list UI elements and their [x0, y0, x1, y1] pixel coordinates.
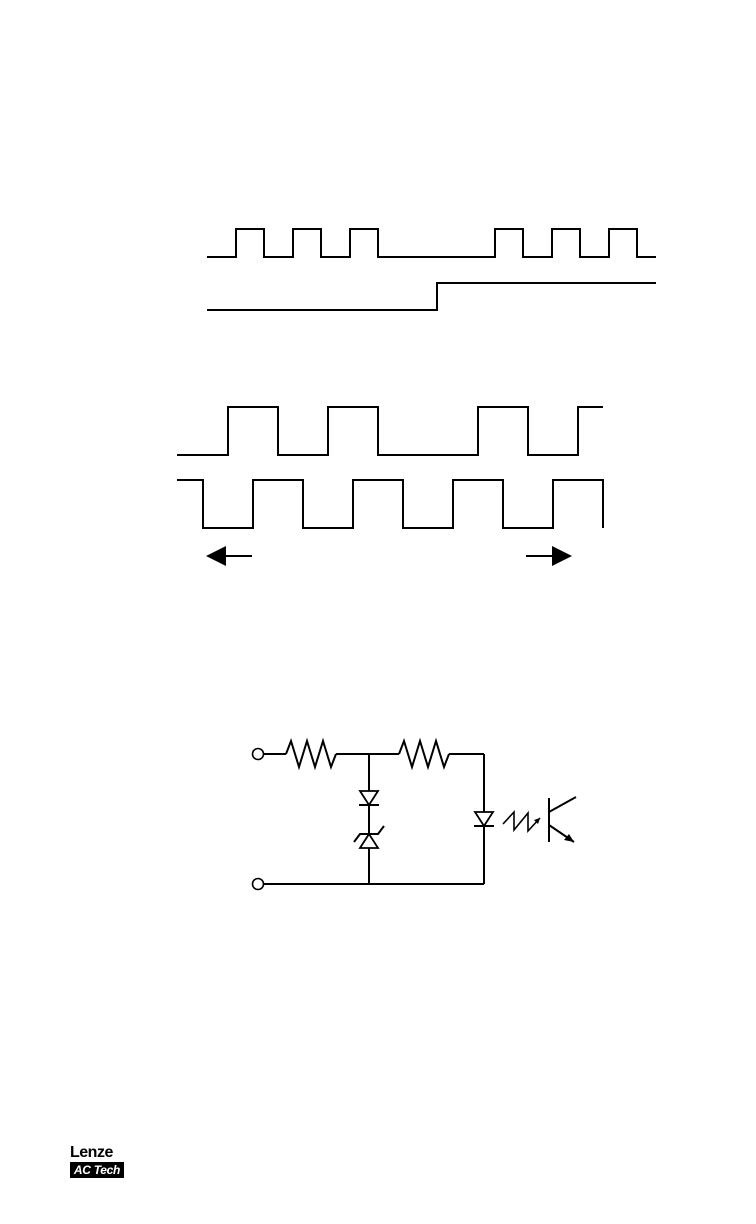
led [475, 812, 493, 826]
resistor-1 [286, 741, 336, 767]
direction-step-signal [207, 283, 656, 310]
terminal-top [253, 749, 264, 760]
zener-diode [360, 834, 378, 848]
timing-diagram-1 [207, 229, 656, 310]
phototransistor-collector [549, 797, 576, 812]
timing-diagram-2 [177, 407, 603, 556]
terminal-bottom [253, 879, 264, 890]
channel-a-signal [177, 407, 603, 455]
logo-brand: Lenze [70, 1144, 126, 1161]
resistor-2 [399, 741, 449, 767]
channel-b-signal [177, 480, 603, 528]
input-circuit [253, 741, 577, 890]
light-emission [503, 812, 540, 831]
pulse-train-signal [207, 229, 656, 257]
lenze-actech-logo: Lenze AC Tech [70, 1144, 126, 1180]
logo-sub: AC Tech [70, 1162, 124, 1178]
diode [360, 791, 378, 805]
